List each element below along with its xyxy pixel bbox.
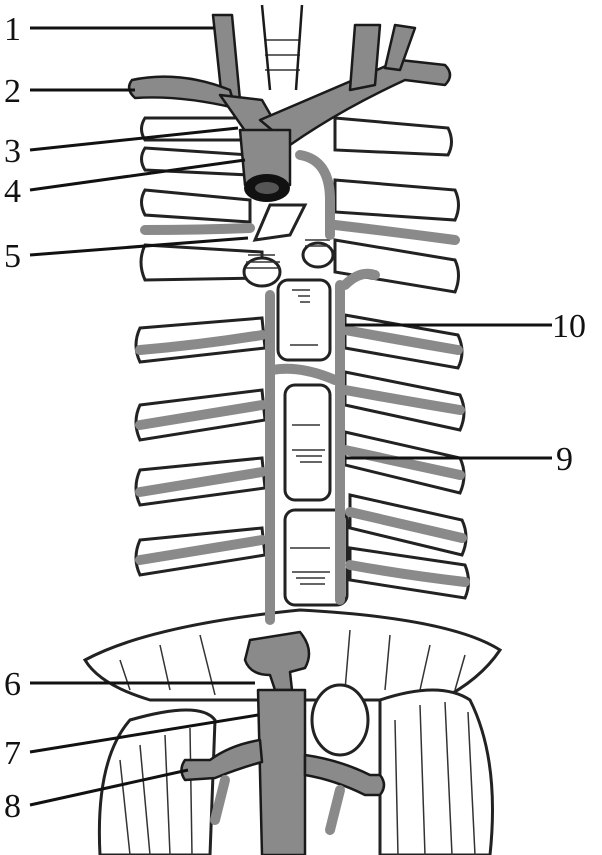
kidney-outline: [310, 683, 370, 757]
superior-vena-cava: [238, 128, 292, 187]
label-8: 8: [4, 788, 21, 825]
labels: 1 2 3 4 5 6 7 8 9 10: [4, 11, 586, 825]
diaphragm-striations: [119, 629, 466, 696]
psoas-right-fibers: [394, 701, 476, 855]
rib-right-1: [333, 116, 453, 157]
label-10: 10: [552, 308, 586, 345]
vertebra-3: [283, 508, 349, 607]
leader-lines: [29, 26, 552, 807]
rib-left-2: [140, 146, 252, 177]
bronchus-left-ring: [242, 256, 282, 288]
bronchus-right-ring: [301, 241, 335, 269]
label-6: 6: [4, 666, 21, 703]
rib-right-3: [333, 238, 460, 294]
renal-vein-right: [303, 753, 386, 797]
vertebral-column: [260, 4, 349, 607]
label-7: 7: [4, 735, 21, 772]
inferior-veins: [180, 630, 386, 855]
trachea-rings: [265, 39, 300, 71]
lumbar-vein-left: [210, 775, 230, 825]
label-1: 1: [4, 11, 21, 48]
intercostal-right-top: [330, 220, 460, 245]
brachiocephalic-vein-left: [258, 58, 452, 147]
psoas-muscles: [97, 683, 494, 855]
intercostal-left-top: [140, 223, 255, 235]
label-9: 9: [556, 441, 573, 478]
leader-8: [29, 768, 189, 807]
leader-3: [29, 126, 239, 152]
vertebra-marks-2: [292, 424, 325, 463]
leader-7: [29, 713, 259, 754]
intercostal-right-1: [340, 325, 463, 355]
psoas-right: [378, 688, 494, 855]
bronchus-upper: [252, 203, 308, 242]
rib-right-2: [333, 178, 460, 222]
intercostal-right-3: [340, 445, 465, 480]
intercostal-right-4: [345, 507, 467, 543]
left-jugular-vein: [348, 23, 382, 92]
psoas-left: [97, 708, 217, 855]
rib-left-3: [140, 188, 252, 224]
leader-4: [29, 158, 246, 192]
subclavian-vein: [127, 75, 237, 110]
intercostal-left-1: [135, 330, 267, 355]
azygos-arch: [295, 150, 335, 240]
vena-cava-lumen: [255, 182, 279, 194]
left-external-jugular-vein: [383, 23, 417, 72]
intercostal-right-5: [345, 560, 470, 587]
label-4: 4: [4, 173, 21, 210]
label-2: 2: [4, 73, 21, 110]
label-3: 3: [4, 133, 21, 170]
esophagus-outline: [260, 4, 304, 91]
vertebra-1: [276, 278, 332, 362]
rib-left-4: [139, 243, 264, 282]
intercostal-left-4: [135, 535, 267, 565]
vertebra-marks-1: [292, 289, 310, 303]
lumbar-vein-right: [325, 785, 345, 835]
intercostal-left-2: [135, 400, 267, 430]
leader-5: [29, 236, 249, 257]
inferior-vena-cava: [256, 688, 307, 855]
accessory-hemiazygos-branch: [340, 268, 380, 290]
superior-veins: [127, 13, 452, 288]
intercostal-right-2: [340, 385, 465, 415]
hemiazygos-communication: [267, 363, 340, 385]
vertebra-marks-3: [290, 547, 330, 585]
bronchus-rings: [246, 239, 330, 269]
azygos-system: [135, 220, 470, 625]
psoas-left-fibers: [119, 727, 193, 855]
intercostal-left-3: [135, 467, 267, 497]
label-5: 5: [4, 238, 21, 275]
vertebra-2: [283, 383, 332, 502]
